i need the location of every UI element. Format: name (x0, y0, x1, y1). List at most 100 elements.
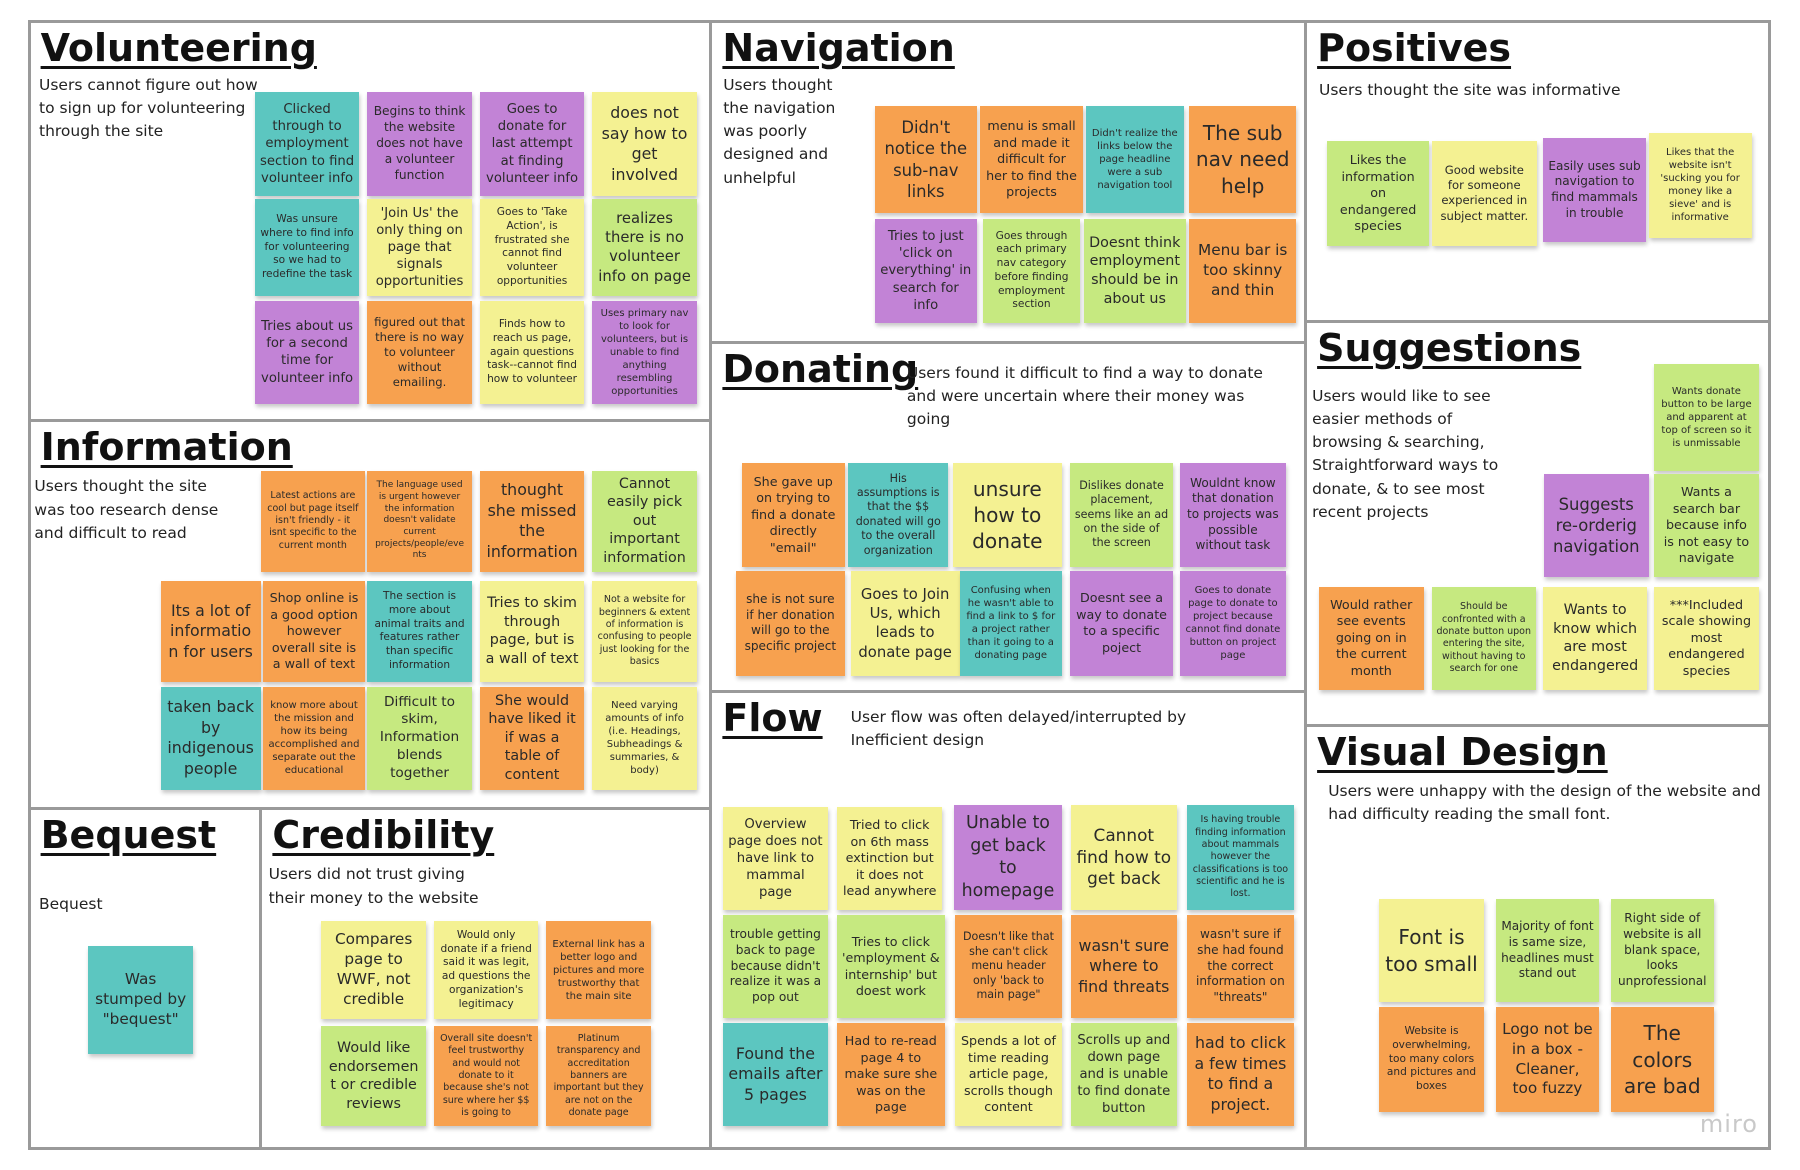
sticky-note[interactable]: Uses primary nav to look for volunteers,… (592, 300, 697, 405)
sticky-note[interactable]: Cannot easily pick out important informa… (592, 470, 697, 572)
sticky-note[interactable]: Cannot find how to get back (1071, 804, 1177, 911)
sticky-note-text: figured out that there is no way to volu… (374, 314, 465, 390)
sticky-note-text: Platinum transparency and accreditation … (553, 1033, 644, 1119)
sticky-note[interactable]: had to click a few times to find a proje… (1187, 1022, 1294, 1127)
sticky-note[interactable]: Had to re-read page 4 to make sure she w… (836, 1022, 945, 1127)
sticky-note[interactable]: His assumptions is that the $$ donated w… (848, 462, 949, 568)
sticky-note[interactable]: Likes the information on endangered spec… (1327, 141, 1430, 246)
sticky-note-text: know more about the mission and how its … (268, 700, 360, 777)
sticky-note[interactable]: figured out that there is no way to volu… (367, 300, 472, 405)
sticky-note[interactable]: Tries about us for a second time for vol… (254, 300, 360, 405)
sticky-note[interactable]: Good website for someone experienced in … (1431, 141, 1538, 246)
sticky-note-text: Font is too small (1385, 925, 1478, 976)
sticky-note[interactable]: Didn't realize the links below the page … (1086, 105, 1184, 214)
sticky-note[interactable]: Unable to get back to homepage (954, 804, 1062, 911)
sticky-note[interactable]: Doesnt think employment should be in abo… (1083, 219, 1186, 323)
sticky-note[interactable]: Found the emails after 5 pages (723, 1022, 828, 1127)
sticky-note[interactable]: Its a lot of information for users (160, 580, 261, 682)
sticky-note[interactable]: Was stumped by "bequest" (88, 945, 193, 1054)
sticky-note[interactable]: 'Join Us' the only thing on page that si… (367, 198, 472, 297)
sticky-note[interactable]: Should be confronted with a donate butto… (1431, 586, 1536, 690)
sticky-note[interactable]: External link has a better logo and pict… (546, 920, 651, 1020)
sticky-note[interactable]: Doesnt see a way to donate to a specific… (1069, 570, 1174, 677)
sticky-note[interactable]: does not say how to get involved (592, 91, 697, 197)
sticky-note-text: Shop online is a good option however ove… (269, 590, 359, 672)
sticky-note[interactable]: Easily uses sub navigation to find mamma… (1542, 137, 1647, 243)
sticky-note-text: Tries about us for a second time for vol… (261, 319, 354, 386)
sticky-note-text: Doesnt think employment should be in abo… (1089, 234, 1181, 307)
sticky-note-text: Right side of website is all blank space… (1617, 911, 1707, 989)
sticky-note[interactable]: Shop online is a good option however ove… (262, 580, 366, 682)
sticky-note[interactable]: Wouldnt know that donation to projects w… (1180, 462, 1286, 568)
sticky-note[interactable]: The sub nav need help (1189, 105, 1297, 214)
sticky-note[interactable]: Compares page to WWF, not credible (321, 920, 426, 1020)
sticky-note[interactable]: thought she missed the information (479, 470, 585, 572)
sticky-note[interactable]: Overview page does not have link to mamm… (723, 807, 828, 911)
sticky-note[interactable]: Tries to just 'click on everything' in s… (874, 219, 977, 323)
sticky-note[interactable]: trouble getting back to page because did… (723, 914, 828, 1019)
sticky-note[interactable]: The section is more about animal traits … (367, 580, 472, 682)
sticky-note[interactable]: wasn't sure where to find threats (1071, 914, 1177, 1019)
sticky-note[interactable]: Platinum transparency and accreditation … (546, 1026, 651, 1127)
sticky-note[interactable]: Need varying amounts of info (i.e. Headi… (592, 686, 697, 790)
sticky-note[interactable]: Tried to click on 6th mass extinction bu… (836, 807, 943, 911)
sticky-note[interactable]: Goes to Join Us, which leads to donate p… (850, 570, 960, 677)
sticky-note[interactable]: She would have liked it if was a table o… (479, 686, 585, 790)
sticky-note-text: Uses primary nav to look for volunteers,… (600, 307, 689, 397)
sticky-note[interactable]: Wants a search bar because info is not e… (1654, 474, 1759, 578)
sticky-note[interactable]: she is not sure if her donation will go … (735, 570, 845, 677)
sticky-note[interactable]: Doesn't like that she can't click menu h… (955, 914, 1062, 1019)
sticky-note[interactable]: The language used is urgent however the … (367, 470, 472, 572)
sticky-note[interactable]: wasn't sure if she had found the correct… (1187, 914, 1294, 1019)
sticky-note[interactable]: She gave up on trying to find a donate d… (741, 462, 845, 568)
section-title: Navigation (722, 25, 955, 70)
sticky-note[interactable]: Confusing when he wasn't able to find a … (959, 570, 1062, 677)
sticky-note-text: Overall site doesn't feel trustworthy an… (440, 1033, 533, 1119)
sticky-note[interactable]: Tries to click 'employment & internship'… (836, 914, 945, 1019)
sticky-note[interactable]: know more about the mission and how its … (262, 686, 366, 790)
sticky-note[interactable]: Right side of website is all blank space… (1610, 898, 1714, 1003)
sticky-note[interactable]: Finds how to reach us page, again questi… (479, 300, 585, 405)
sticky-note[interactable]: Dislikes donate placement, seems like an… (1069, 462, 1174, 568)
section-title: Flow (722, 695, 823, 740)
sticky-note[interactable]: Likes that the website isn't 'sucking yo… (1648, 133, 1752, 238)
sticky-note[interactable]: Logo not be in a box - Cleaner, too fuzz… (1495, 1006, 1600, 1113)
sticky-note[interactable]: Goes through each primary nav category b… (982, 219, 1081, 323)
sticky-note[interactable]: realizes there is no volunteer info on p… (592, 198, 697, 297)
sticky-note[interactable]: taken back by indigenous people (160, 686, 261, 790)
sticky-note[interactable]: Majority of font is same size, headlines… (1495, 898, 1600, 1003)
sticky-note[interactable]: Overall site doesn't feel trustworthy an… (433, 1026, 539, 1127)
sticky-note[interactable]: Menu bar is too skinny and thin (1189, 219, 1297, 323)
sticky-note[interactable]: Difficult to skim, Information blends to… (367, 686, 472, 790)
sticky-note[interactable]: Begins to think the website does not hav… (367, 91, 472, 197)
sticky-note[interactable]: Would rather see events going on in the … (1319, 586, 1424, 690)
sticky-note[interactable]: Would like endorsement or credible revie… (321, 1026, 426, 1127)
sticky-note[interactable]: Scrolls up and down page and is unable t… (1071, 1022, 1177, 1127)
sticky-note-text: Dislikes donate placement, seems like an… (1074, 478, 1169, 550)
sticky-note[interactable]: Suggests re-orderig navigation (1544, 474, 1649, 578)
sticky-note[interactable]: Would only donate if a friend said it wa… (433, 920, 539, 1020)
sticky-note[interactable]: Was unsure where to find info for volunt… (254, 198, 360, 297)
sticky-note[interactable]: menu is small and made it difficult for … (980, 105, 1083, 214)
sticky-note-text: Cannot easily pick out important informa… (603, 475, 686, 567)
sticky-note[interactable]: Font is too small (1378, 898, 1485, 1003)
sticky-note[interactable]: Goes to 'Take Action', is frustrated she… (479, 198, 585, 297)
sticky-note[interactable]: Spends a lot of time reading article pag… (955, 1022, 1062, 1127)
sticky-note-text: Would rather see events going on in the … (1330, 596, 1413, 678)
sticky-note-text: Begins to think the website does not hav… (373, 104, 466, 182)
sticky-note[interactable]: Goes to donate page to donate to project… (1180, 570, 1286, 677)
sticky-note[interactable]: Is having trouble finding information ab… (1187, 804, 1294, 911)
sticky-note[interactable]: ***Included scale showing most endangere… (1654, 586, 1759, 690)
sticky-note[interactable]: Website is overwhelming, too many colors… (1378, 1006, 1485, 1113)
sticky-note[interactable]: Clicked through to employment section to… (254, 91, 360, 197)
sticky-note[interactable]: Not a website for beginners & extent of … (592, 580, 697, 682)
sticky-note[interactable]: Tries to skim through page, but is a wal… (479, 580, 585, 682)
sticky-note[interactable]: Wants to know which are most endangered (1542, 586, 1648, 690)
sticky-note-text: She gave up on trying to find a donate d… (751, 473, 836, 555)
sticky-note[interactable]: Wants donate button to be large and appa… (1654, 363, 1759, 471)
sticky-note[interactable]: unsure how to donate (952, 462, 1062, 568)
sticky-note[interactable]: Latest actions are cool but page itself … (260, 470, 366, 572)
sticky-note[interactable]: Goes to donate for last attempt at findi… (479, 91, 585, 197)
sticky-note[interactable]: Didn't notice the sub-nav links (874, 105, 977, 214)
sticky-note[interactable]: The colors are bad (1610, 1006, 1714, 1113)
